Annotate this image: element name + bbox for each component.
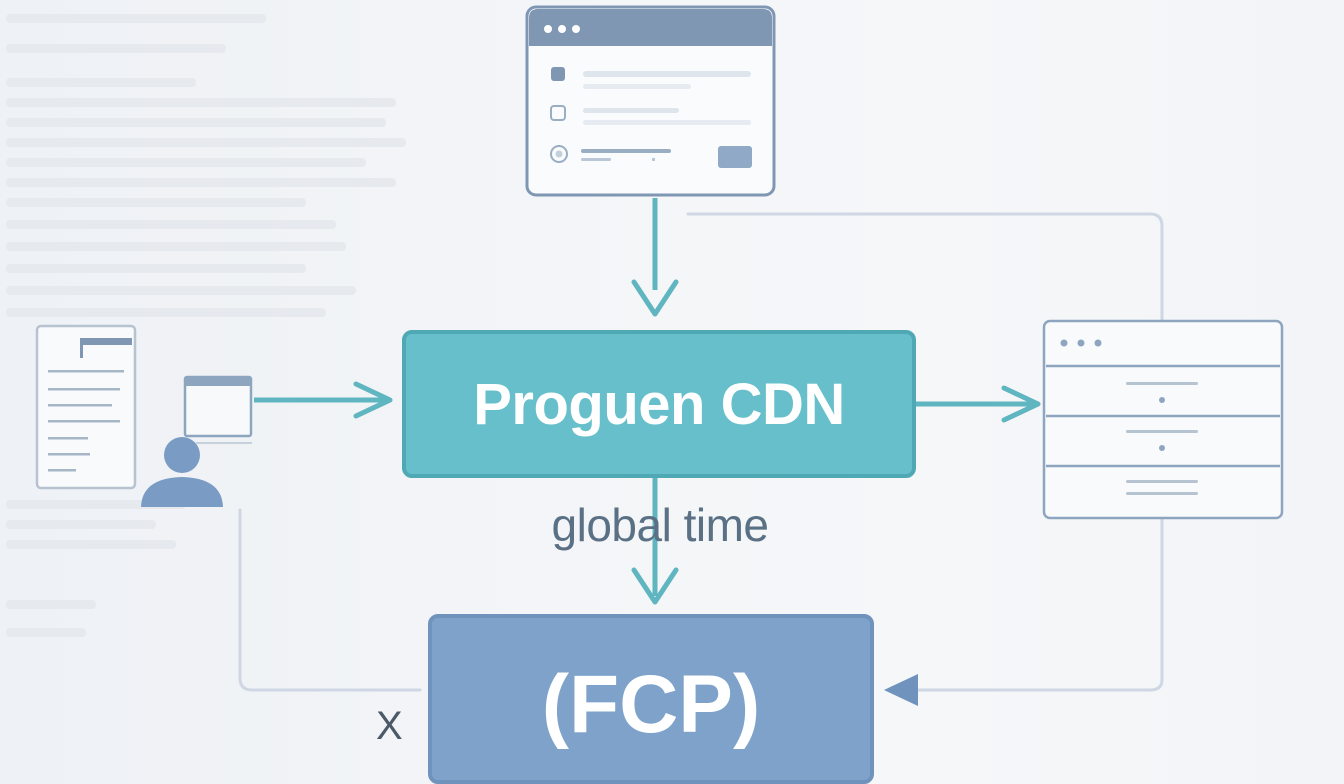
background-text-line [6,600,96,609]
background-text-line [6,118,386,127]
background-text-line [6,220,336,229]
arrow-cdn-to-server [916,385,1041,423]
cdn-node-label: Proguen CDN [473,371,845,437]
background-text-line [6,98,396,107]
background-text-line [6,264,306,273]
background-text-line [6,14,266,23]
document-icon [35,324,137,490]
background-document [6,14,406,637]
arrow-browser-to-cdn [631,198,679,317]
client-window-icon [183,375,253,444]
background-text-line [6,158,366,167]
cdn-node: Proguen CDN [402,330,916,478]
feedback-connector-right [686,212,1164,692]
user-icon [141,437,223,507]
background-text-line [6,540,176,549]
arrow-cdn-to-fcp [631,478,679,605]
background-text-line [6,628,86,637]
edge-label-global-time: global time [551,499,769,551]
arrow-client-to-cdn [254,381,393,419]
feedback-arrowhead-icon [884,674,918,706]
server-stack-icon [1042,319,1284,520]
background-text-line [6,198,306,207]
browser-window-icon [525,5,776,197]
background-text-line [6,520,156,529]
background-text-line [6,286,356,295]
fcp-node-label: (FCP) [541,659,761,750]
background-text-line [6,44,226,53]
background-text-line [6,138,406,147]
background-text-line [6,242,346,251]
background-text-line [6,500,186,509]
x-mark-label: X [376,704,403,748]
fcp-node: (FCP) [428,614,874,784]
background-text-line [6,78,196,87]
background-text-line [6,178,396,187]
background-text-line [6,308,326,317]
feedback-connector-left [238,508,422,692]
diagram-canvas [35,5,1284,706]
